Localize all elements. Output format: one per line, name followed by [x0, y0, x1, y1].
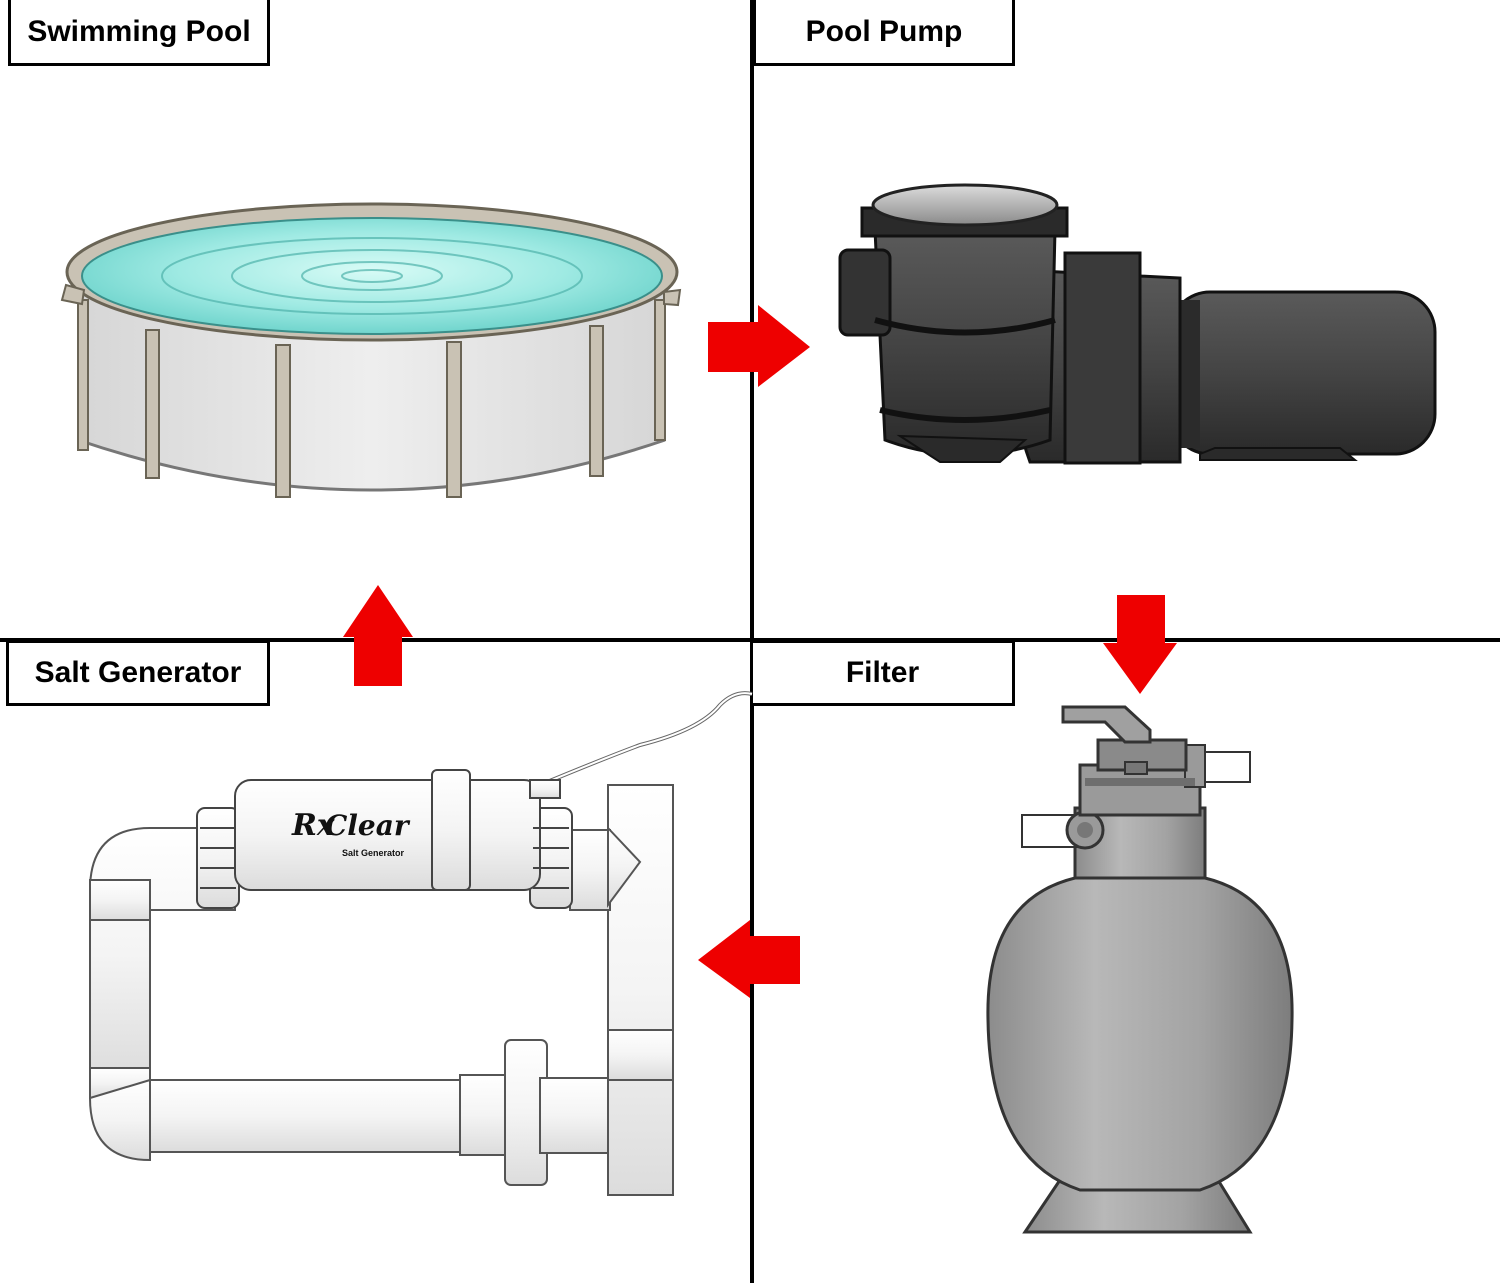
horizontal-divider: [0, 638, 1500, 642]
clear-brand-mark: Clear: [325, 809, 411, 842]
pool-pump-icon: [838, 183, 1437, 465]
filter-label: Filter: [753, 640, 1015, 706]
swimming-pool-label: Swimming Pool: [8, 0, 270, 66]
pool-pump-label: Pool Pump: [753, 0, 1015, 66]
rx-brand-mark: Rx: [291, 808, 336, 843]
salt-generator-caption: Salt Generator: [342, 848, 405, 858]
salt-generator-label: Salt Generator: [6, 640, 270, 706]
above-ground-pool-icon: [60, 202, 682, 498]
